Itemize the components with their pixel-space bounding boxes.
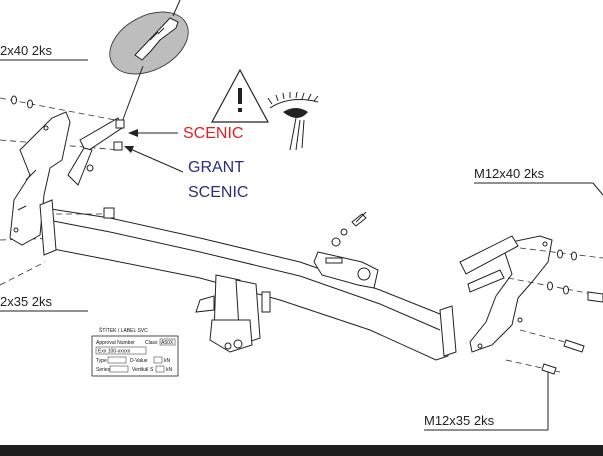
- label-right-bottom-bolts: M12x35 2ks: [424, 413, 495, 428]
- plate-class-value: A50X: [161, 340, 174, 346]
- right-bracket: [459, 235, 553, 353]
- eye-icon: [267, 91, 319, 151]
- label-scenic: SCENIC: [183, 125, 243, 142]
- plate-title: ŠTÍTEK / LABEL SVC: [99, 327, 148, 334]
- plate-approval-label: Approval Number: [96, 340, 135, 346]
- plate-d-value-label: D-Value: [130, 358, 148, 364]
- plate-class-label: Class: [145, 340, 158, 346]
- identification-plate: ŠTÍTEK / LABEL SVC Approval Number Class…: [91, 327, 179, 377]
- left-bracket: [9, 111, 125, 246]
- detail-callout: [109, 0, 189, 123]
- label-right-top-bolts: M12x40 2ks: [474, 166, 545, 181]
- label-grant-scenic: SCENIC: [188, 184, 248, 201]
- plate-type-label: Type: [96, 358, 107, 364]
- plate-series-label: Series: [96, 367, 111, 373]
- label-grant: GRANT: [188, 159, 244, 176]
- plate-d-value-unit: kN: [164, 358, 171, 364]
- bottom-bar: [0, 445, 603, 456]
- label-top-left-bolts: 2x40 2ks: [0, 43, 53, 58]
- socket-plate: [313, 211, 379, 289]
- warning-triangle-icon: [210, 68, 270, 123]
- label-mid-left-bolts: 2x35 2ks: [0, 294, 53, 309]
- plate-vertical-label: Vertikál: [132, 367, 148, 373]
- plate-s-unit: kN: [166, 367, 173, 373]
- hitch-mount: [195, 274, 271, 353]
- plate-approval-value: Exx 100-xxxxx: [98, 349, 131, 355]
- plate-s-label: S: [150, 367, 154, 373]
